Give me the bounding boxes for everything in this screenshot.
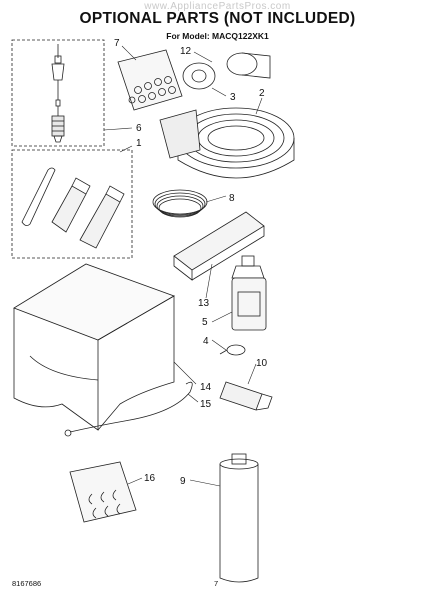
tape-roll-part <box>182 52 271 90</box>
document-number: 8167686 <box>12 579 42 588</box>
callout-5: 5 <box>202 317 208 328</box>
callout-7: 7 <box>114 38 120 49</box>
part-6-box <box>11 39 105 147</box>
watermark: www.AppliancePartsPros.com <box>144 1 291 12</box>
callout-labels: 7 12 3 2 6 1 8 13 5 4 10 14 15 16 9 <box>114 38 268 487</box>
callout-10: 10 <box>256 358 268 369</box>
callout-2: 2 <box>259 88 265 99</box>
callout-16: 16 <box>144 473 156 484</box>
valve-tool-part <box>51 44 65 143</box>
small-tube-part <box>219 381 273 411</box>
bungee-cord-part <box>64 381 193 437</box>
callout-8: 8 <box>229 193 235 204</box>
part-group-box <box>11 149 133 259</box>
callout-1: 1 <box>136 138 142 149</box>
callout-3: 3 <box>230 92 236 103</box>
fittings-bag-part <box>117 49 183 111</box>
cleaner-bottle-part <box>231 255 267 331</box>
wire-coil-part <box>152 189 208 218</box>
page-number: 7 <box>214 579 219 588</box>
leader-lines <box>103 45 263 487</box>
callout-12: 12 <box>180 46 192 57</box>
insulation-coil-part <box>159 107 295 179</box>
callout-13: 13 <box>198 298 210 309</box>
callout-6: 6 <box>136 123 142 134</box>
cover-part <box>13 263 175 431</box>
foam-block-part <box>173 211 265 281</box>
callout-4: 4 <box>203 336 209 347</box>
model-subtitle: For Model: MACQ122XK1 <box>166 31 269 41</box>
page-title: OPTIONAL PARTS (NOT INCLUDED) <box>79 10 356 27</box>
plug-part <box>219 344 246 356</box>
clips-bag-part <box>69 461 137 523</box>
spray-can-part <box>219 453 259 583</box>
sealant-kit-part <box>21 167 125 249</box>
callout-9: 9 <box>180 476 186 487</box>
callout-15: 15 <box>200 399 212 410</box>
callout-14: 14 <box>200 382 212 393</box>
